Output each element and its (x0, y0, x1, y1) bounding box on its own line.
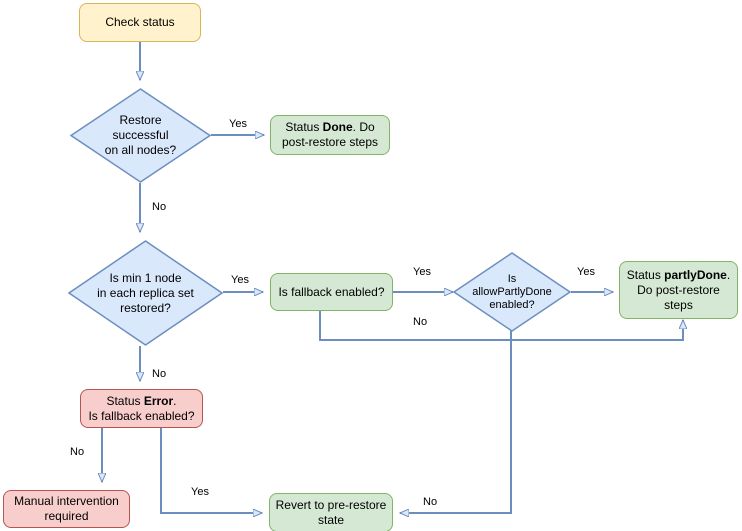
node-manual-intervention[interactable]: Manual intervention required (3, 490, 130, 528)
node-check-status[interactable]: Check status (79, 3, 201, 42)
line-1: Is (507, 272, 517, 285)
line-1: Restore (119, 113, 162, 127)
node-restore-successful-label: Restore successful on all nodes? (70, 113, 211, 158)
edge-partly-no (400, 331, 512, 513)
line-1: Manual intervention (14, 494, 119, 508)
line-1: Revert to pre-restore (275, 497, 387, 512)
node-restore-successful[interactable]: Restore successful on all nodes? (70, 88, 211, 183)
node-allow-partly-done[interactable]: Is allowPartlyDone enabled? (453, 252, 571, 332)
node-is-fallback-enabled-label: Is fallback enabled? (278, 284, 385, 299)
node-min-one-node[interactable]: Is min 1 node in each replica set restor… (68, 240, 223, 346)
edge-label-partly-no: No (421, 496, 440, 509)
line-2: allowPartlyDone (472, 285, 552, 298)
edge-label-fallback-yes: Yes (411, 266, 433, 279)
node-min-one-node-label: Is min 1 node in each replica set restor… (68, 271, 223, 316)
edge-error-yes (160, 428, 262, 513)
edge-label-fallback-no: No (411, 316, 430, 329)
edge-label-restore-no: No (150, 201, 169, 214)
node-allow-partly-done-label: Is allowPartlyDone enabled? (453, 273, 571, 312)
node-status-partly-done[interactable]: Status partlyDone. Do post-restore steps (619, 261, 738, 319)
status-partly-value: partlyDone (664, 267, 727, 282)
node-status-partly-done-label: Status partlyDone. Do post-restore steps (620, 268, 737, 313)
edge-label-restore-yes: Yes (227, 118, 249, 131)
edge-label-error-yes: Yes (189, 486, 211, 499)
line-2: successful (112, 128, 169, 142)
line-2: state (317, 512, 344, 527)
edge-label-error-no: No (68, 446, 87, 459)
node-status-done-label: Status Done. Do post-restore steps (271, 120, 389, 150)
node-is-fallback-enabled[interactable]: Is fallback enabled? (270, 273, 393, 311)
line-3: on all nodes? (104, 143, 177, 157)
edge-label-minnode-no: No (150, 368, 169, 381)
status-done-value: Done (322, 120, 353, 134)
edge-label-partly-yes: Yes (575, 266, 597, 279)
diamond-shape (68, 240, 223, 346)
status-error-value: Error (143, 393, 174, 408)
status-error-line2: Is fallback enabled? (88, 408, 195, 423)
status-partly-pre: Status (626, 267, 665, 282)
status-done-pre: Status (285, 120, 323, 134)
line-1: Is min 1 node (109, 270, 182, 285)
node-status-error-label: Status Error.Is fallback enabled? (81, 394, 202, 424)
status-partly-post: . Do post-restore steps (637, 267, 731, 312)
node-status-done[interactable]: Status Done. Do post-restore steps (270, 115, 390, 155)
status-error-post: . (173, 393, 177, 408)
node-revert-pre-restore-label: Revert to pre-restore state (270, 498, 392, 528)
edge-label-minnode-yes: Yes (229, 274, 251, 287)
node-check-status-label: Check status (105, 15, 175, 29)
line-2: in each replica set (97, 285, 194, 300)
node-manual-intervention-label: Manual intervention required (4, 494, 129, 524)
node-revert-pre-restore[interactable]: Revert to pre-restore state (269, 493, 393, 531)
node-status-error[interactable]: Status Error.Is fallback enabled? (80, 389, 203, 428)
line-3: enabled? (489, 298, 535, 311)
line-2: required (44, 509, 89, 523)
status-error-pre: Status (106, 393, 144, 408)
status-done-post: . Do post-restore steps (281, 120, 379, 149)
diamond-shape (70, 88, 211, 183)
line-3: restored? (120, 300, 171, 315)
